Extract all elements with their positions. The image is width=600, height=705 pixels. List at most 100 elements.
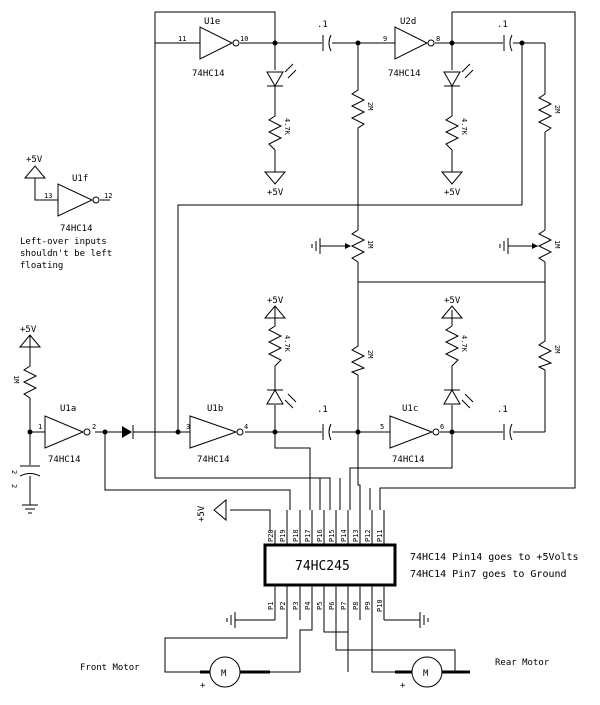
resistor-1m-left: 1M [12, 360, 38, 399]
u1c-pin-in: 5 [380, 423, 384, 431]
u1e-pin-out: 10 [240, 35, 248, 43]
pin-label: P15 [328, 529, 336, 542]
u1c-part: 74HC14 [392, 455, 425, 465]
u1e-ref: U1e [204, 17, 220, 27]
junctions [27, 40, 525, 435]
potentiometer-1m-right: 1M [532, 229, 561, 263]
motor-plus: + [400, 681, 406, 691]
vcc-bottom-left: +5V [263, 296, 287, 319]
note-pin14: 74HC14 Pin14 goes to +5Volts [410, 552, 579, 563]
motor-symbol: M [423, 669, 429, 679]
vcc-u1f: +5V [23, 155, 47, 179]
u1f-ref: U1f [72, 174, 88, 184]
resistor-2m-bottom-mid: 2M [350, 340, 374, 376]
c2-label: 2 [10, 470, 18, 474]
gate-u1c: U1c 74HC14 5 6 [380, 404, 444, 465]
vcc-label: +5V [267, 296, 284, 306]
vcc-top-right: +5V [440, 171, 464, 198]
gate-u1b: U1b 74HC14 3 4 [186, 404, 248, 465]
resistor-4k7-bottom-right: 4.7K [444, 320, 468, 370]
pin-label: P6 [328, 602, 336, 610]
front-motor-label: Front Motor [80, 663, 140, 673]
pin-label: P8 [352, 602, 360, 610]
u1f-pin-out: 12 [104, 192, 112, 200]
capacitor-c2: 2 2 [10, 465, 41, 514]
u1b-ref: U1b [207, 404, 223, 414]
pin-label: P4 [304, 602, 312, 610]
capacitor-c-bottom-left: .1 [317, 405, 332, 441]
vcc-top-left: +5V [263, 171, 287, 198]
resistor-2m-bottom-right: 2M [537, 335, 561, 371]
pin-label: P16 [316, 529, 324, 542]
u1a-pin-in: 1 [38, 423, 42, 431]
power-notes: 74HC14 Pin14 goes to +5Volts 74HC14 Pin7… [410, 552, 579, 580]
leftover-note-line-1: Left-over inputs [20, 237, 107, 247]
led-bottom-left [266, 382, 297, 409]
resistor-4k7-top-left: 4.7K [267, 110, 291, 151]
u1a-part: 74HC14 [48, 455, 81, 465]
leftover-note: Left-over inputs shouldn't be left float… [20, 237, 112, 271]
motor-plus: + [200, 681, 206, 691]
ground-p10 [419, 612, 429, 628]
r-label: 4.7K [283, 335, 291, 353]
led-top-left [266, 63, 297, 98]
u1c-pin-out: 6 [440, 423, 444, 431]
ic-top-pin-labels: P20 P19 P18 P17 P16 P15 P14 P13 P12 P11 [267, 529, 384, 542]
u1b-pin-out: 4 [244, 423, 248, 431]
pot-label: 1M [553, 240, 561, 248]
u2d-pin-out: 8 [436, 35, 440, 43]
r-label: 4.7K [460, 335, 468, 353]
pin-label: P19 [279, 529, 287, 542]
motor-front: M + Front Motor [80, 656, 270, 691]
diode [122, 425, 134, 439]
u1f-part: 74HC14 [60, 224, 93, 234]
gate-u2d: U2d 74HC14 9 8 [383, 17, 440, 79]
u1a-pin-out: 2 [92, 423, 96, 431]
pin-label: P20 [267, 529, 275, 542]
cap-label: .1 [317, 405, 328, 415]
pin-label: P18 [292, 529, 300, 542]
pin-label: P7 [340, 602, 348, 610]
resistor-2m-top-right: 2M [537, 88, 561, 133]
capacitor-c-top-right: .1 [497, 20, 513, 52]
pin-label: P1 [267, 602, 275, 610]
r-label: 2M [366, 102, 374, 110]
vcc-bottom-right: +5V [440, 296, 464, 319]
pot-label: 1M [366, 240, 374, 248]
gate-u1f: U1f 74HC14 13 12 [44, 174, 112, 234]
r-label: 2M [366, 350, 374, 358]
r-label: 4.7K [283, 118, 291, 136]
pin-label: P9 [364, 602, 372, 610]
ground-pot-mid [311, 238, 321, 254]
motor-rear: M + Rear Motor [395, 656, 550, 691]
pin-label: P14 [340, 529, 348, 542]
capacitor-c-bottom-right: .1 [497, 405, 513, 441]
vcc-label: +5V [197, 505, 207, 522]
r-label: 4.7K [460, 118, 468, 136]
cap-label: .1 [497, 405, 508, 415]
led-bottom-right [443, 382, 474, 409]
potentiometer-1m-mid: 1M [345, 229, 374, 263]
resistor-4k7-bottom-left: 4.7K [267, 320, 291, 370]
note-pin7: 74HC14 Pin7 goes to Ground [410, 569, 567, 580]
resistor-2m-top-mid: 2M [350, 82, 374, 132]
u2d-pin-in: 9 [383, 35, 387, 43]
u1a-ref: U1a [60, 404, 76, 414]
led-top-right [443, 63, 474, 98]
ground-p1 [226, 612, 236, 628]
u2d-part: 74HC14 [388, 69, 421, 79]
ic-bottom-pin-labels: P1 P2 P3 P4 P5 P6 P7 P8 P9 P10 [267, 599, 384, 612]
r-label: 2M [553, 345, 561, 353]
u1e-part: 74HC14 [192, 69, 225, 79]
u1f-pin-in: 13 [44, 192, 52, 200]
motor-symbol: M [221, 669, 227, 679]
pin-label: P12 [364, 529, 372, 542]
pin-label: P2 [279, 602, 287, 610]
pin-label: P5 [316, 602, 324, 610]
u1b-pin-in: 3 [186, 423, 190, 431]
ground-pot-right [499, 238, 509, 254]
u2d-ref: U2d [400, 17, 416, 27]
r1m-label: 1M [12, 375, 20, 383]
pin-label: P10 [376, 599, 384, 612]
